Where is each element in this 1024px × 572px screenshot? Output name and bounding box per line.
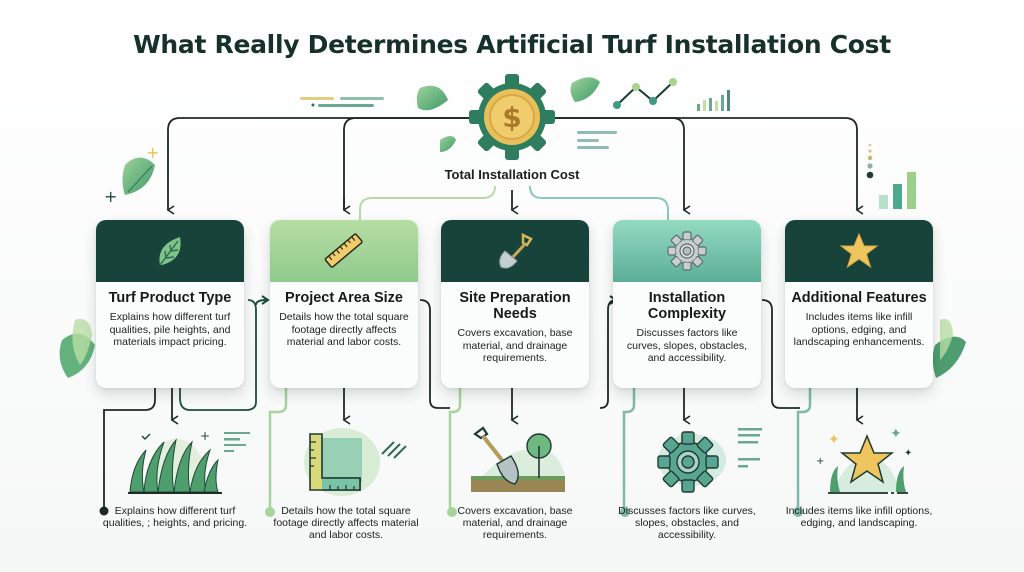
svg-text:$: $ <box>502 101 521 134</box>
card-title: Additional Features <box>791 290 927 306</box>
card-additional-features[interactable]: Additional Features Includes items like … <box>785 220 933 388</box>
svg-text:✦: ✦ <box>890 426 902 442</box>
shovel-ground-icon <box>471 426 565 492</box>
card-description: Explains how different turf qualities, p… <box>109 311 231 348</box>
grass-icon: + <box>128 429 250 494</box>
detail-text-site-prep: Covers excavation, base material, and dr… <box>457 505 573 541</box>
detail-text-turf: Explains how different turf qualities, ;… <box>102 505 248 529</box>
leaf-decoration-icon <box>59 77 966 378</box>
svg-text:+: + <box>200 429 210 443</box>
bar-chart-icon <box>697 90 916 209</box>
card-title: Turf Product Type <box>108 290 232 306</box>
card-installation-complexity[interactable]: Installation Complexity Discusses factor… <box>613 220 761 388</box>
card-site-preparation-needs[interactable]: Site Preparation Needs Covers excavation… <box>441 220 589 388</box>
leaf-icon <box>159 237 181 266</box>
gear-icon <box>667 231 707 271</box>
measuring-square-icon <box>304 428 407 496</box>
gear-icon <box>657 428 762 493</box>
detail-text-features: Includes items like infill options, edgi… <box>785 505 933 529</box>
svg-text:+: + <box>816 456 824 467</box>
card-turf-product-type[interactable]: Turf Product Type Explains how different… <box>96 220 244 388</box>
dots-decoration-icon <box>866 143 874 179</box>
dash-decoration-icon <box>300 97 617 149</box>
card-description: Covers excavation, base material, and dr… <box>457 327 573 364</box>
svg-text:+: + <box>146 143 159 162</box>
card-description: Discusses factors like curves, slopes, o… <box>626 327 748 364</box>
detail-text-complexity: Discusses factors like curves, slopes, o… <box>618 505 756 541</box>
shovel-icon <box>499 232 533 269</box>
card-title: Installation Complexity <box>647 290 727 322</box>
card-project-area-size[interactable]: Project Area Size Details how the total … <box>270 220 418 388</box>
card-description: Includes items like infill options, edgi… <box>793 311 925 348</box>
card-description: Details how the total square footage dir… <box>279 311 409 348</box>
star-grass-icon: ✦ ✦ ✦ + <box>816 426 912 494</box>
trend-line-icon <box>613 78 677 109</box>
card-title: Project Area Size <box>285 290 403 306</box>
card-title: Site Preparation Needs <box>459 290 571 322</box>
svg-text:✦: ✦ <box>828 432 840 448</box>
svg-text:✦: ✦ <box>904 448 912 459</box>
ruler-icon <box>324 233 363 268</box>
star-icon <box>839 232 879 269</box>
page-title: What Really Determines Artificial Turf I… <box>133 30 891 59</box>
hub-label: Total Installation Cost <box>444 167 580 182</box>
detail-text-area: Details how the total square footage dir… <box>273 505 419 541</box>
svg-text:+: + <box>104 187 117 206</box>
dollar-gear-icon: $ <box>469 74 555 160</box>
